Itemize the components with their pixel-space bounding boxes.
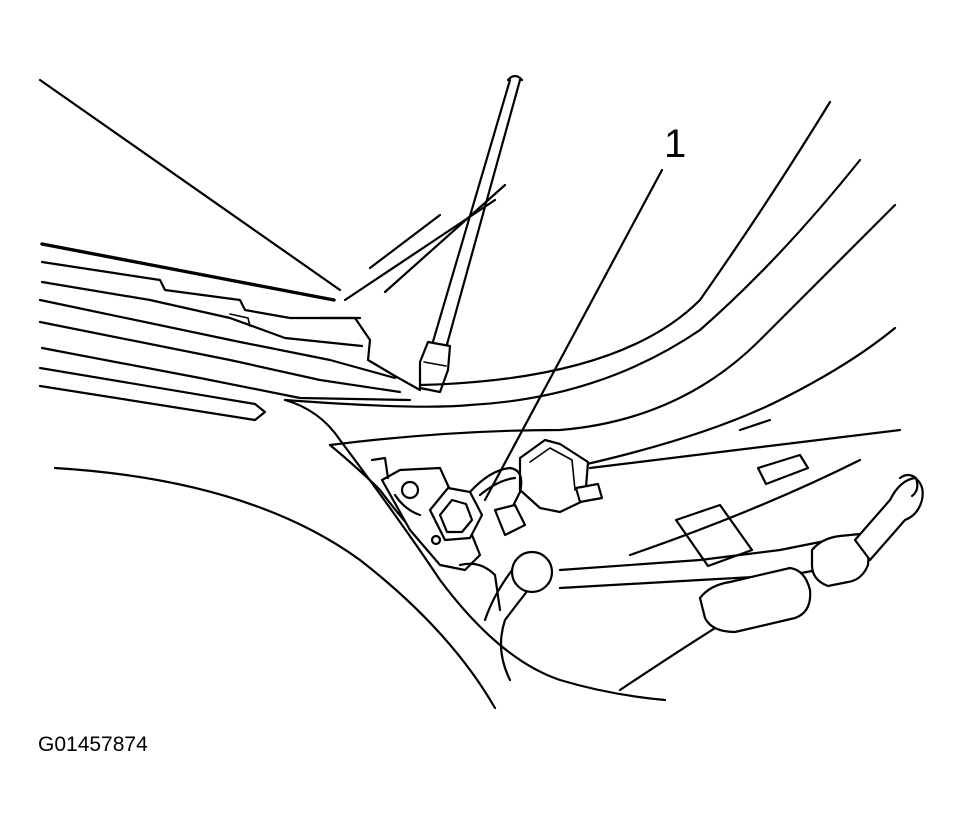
mount-bolt <box>400 480 420 500</box>
well-box-left <box>370 456 390 480</box>
wheel-well-inner <box>283 398 667 702</box>
hose-upper <box>558 538 832 572</box>
connector-inner <box>438 498 474 534</box>
figure-id: G01457874 <box>38 733 148 756</box>
panel-line-lower <box>628 458 862 557</box>
mount-line <box>393 493 422 517</box>
hose-segment-1 <box>698 566 812 634</box>
cowl-notch <box>229 313 251 327</box>
fender-curve-1 <box>418 100 832 387</box>
windshield-line-1 <box>368 213 442 270</box>
wiper-blade <box>40 242 336 302</box>
fender-curve-3 <box>328 203 897 447</box>
hose-coupling <box>810 532 870 588</box>
harness-wire-1 <box>468 466 523 514</box>
panel-slot-1 <box>756 453 810 486</box>
fender-curve-5 <box>738 418 772 432</box>
bracket-tab <box>574 482 604 504</box>
hose-end <box>853 476 924 562</box>
sensor-face <box>529 447 576 491</box>
rod-shaft-right <box>444 78 522 350</box>
hood-edge-line <box>38 78 342 292</box>
cowl-line-3 <box>40 346 412 402</box>
wiper-arm-upper <box>40 260 362 320</box>
cowl-line-4 <box>38 366 267 422</box>
harness-clip <box>493 503 527 537</box>
rod-tip <box>506 74 524 82</box>
panel-edge-right <box>588 428 902 470</box>
fender-curve-4 <box>558 326 897 472</box>
rod-shaft-left <box>430 78 512 347</box>
rod-base-ring <box>423 361 447 367</box>
harness-wire-2 <box>478 476 517 497</box>
cowl-line-1 <box>38 298 397 380</box>
cowl-line-2 <box>38 320 402 394</box>
ball-joint <box>510 550 554 594</box>
screw-hole <box>430 534 442 546</box>
callout-1-leader <box>483 168 664 502</box>
callout-1-label: 1 <box>664 122 687 166</box>
bracket-lower <box>458 562 502 612</box>
panel-slot-2 <box>674 503 754 568</box>
cowl-panel-edge <box>318 316 422 392</box>
panel-line-bottom <box>618 623 722 692</box>
wheel-well-outer <box>53 466 497 710</box>
rod-base <box>418 340 452 394</box>
hose-end-cap <box>898 473 919 498</box>
wiper-arm-lower <box>40 280 364 348</box>
fender-curve-2 <box>283 158 862 408</box>
